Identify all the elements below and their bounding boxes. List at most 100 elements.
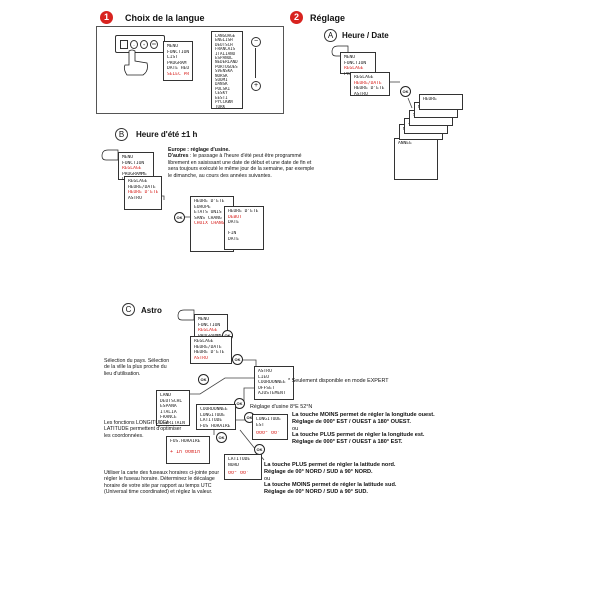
part-c-badge: C [122, 303, 135, 316]
others-lead: D'autres [168, 153, 189, 160]
country-item[interactable]: FRANCE [160, 415, 177, 421]
lat-plus-range: Réglage de 00° NORD / SUD à 90° NORD. [264, 468, 373, 475]
country-item[interactable]: DEUTSCHL [160, 398, 183, 404]
others-text: : le passage à l'heure d'été peut être p… [168, 153, 315, 179]
ok-button-icon[interactable]: OK [198, 374, 209, 385]
lon-plus-range: Réglage de 000° EST / OUEST à 180° EST. [292, 439, 403, 446]
screen-line: LIEU [258, 374, 270, 380]
language-item[interactable]: SVENSKA [215, 69, 233, 74]
language-item[interactable]: CESKY [215, 91, 228, 96]
menu-screen: MENU FONCTION LIST PROGRAM DATE HEU SELE… [163, 41, 193, 81]
language-item[interactable]: SUOMI [215, 78, 228, 83]
screen-line: COORDONNEE [258, 380, 286, 386]
ok-button-icon[interactable]: OK [234, 398, 245, 409]
screen-line: PROGRAMME [122, 171, 147, 177]
screen-line: FONCTION [344, 60, 367, 66]
europe-line: Europe : réglage d'usine. [168, 147, 230, 153]
plus-key-icon[interactable]: + [140, 40, 148, 49]
screen-line: SANS CHANG [194, 215, 222, 221]
screen-line: FONCTION [198, 322, 221, 328]
screen-line: MENU [122, 155, 134, 160]
longitude-value: 000° 00' [256, 431, 281, 437]
summer-time-description: Europe : réglage d'usine. D'autres : le … [168, 147, 318, 179]
plus-circle-icon[interactable]: + [251, 81, 261, 91]
section-number-1: 1 [100, 11, 113, 24]
lon-moins-range: Réglage de 000° EST / OUEST à 180° OUEST… [292, 418, 411, 425]
country-item[interactable]: ITALIA [160, 409, 177, 415]
screen-line: OFFSET [258, 385, 275, 391]
language-item: LANGUAGE [215, 34, 236, 38]
time-zone-description: Utiliser la carte des fuseaux horaires c… [104, 470, 220, 496]
language-panel: - + OK MENU FONCTION LIST PROGRAM DATE H… [96, 26, 284, 114]
reglage-screen: REGLAGE HEURE/DATE HEURE D'ETE ASTRO [190, 336, 232, 364]
language-item[interactable]: FRANCAIS [215, 47, 236, 52]
factory-setting-note: Réglage d'usine 8°E 52°N [250, 404, 313, 410]
language-item[interactable]: PORTUGUES [215, 64, 238, 69]
country-item[interactable]: G.BRITAIN [160, 420, 185, 426]
screen-line: MENU [344, 55, 356, 60]
part-a-badge: A [324, 29, 337, 42]
screen-line-selected: DEBUT [228, 214, 242, 220]
astro-screen: ASTRO LIEU COORDONNEE OFFSET AJUSTEMENT [254, 366, 294, 400]
screen-line: LATITUDE [200, 418, 223, 424]
language-item[interactable]: POLSKI [215, 86, 231, 91]
time-zone-value: + 1h 00min [170, 449, 201, 455]
screen-line: ETATS UNIS [194, 210, 222, 216]
section-title-language: Choix de la langue [125, 13, 205, 23]
screen-line: LONGITUDE [200, 412, 225, 418]
screen-line: AJUSTEMENT [258, 391, 286, 397]
latitude-instructions: La touche PLUS permet de régler la latit… [264, 462, 464, 496]
screen-line-selected: HEURE/DATE [354, 80, 382, 86]
country-item[interactable]: ESPANA [160, 404, 177, 410]
screen-line: FONCTION [167, 49, 189, 55]
ok-button-icon[interactable]: OK [232, 354, 243, 365]
or-text: ou [292, 425, 299, 432]
longitude-screen: LONGITUDE EST 000° 00' [252, 414, 288, 440]
screen-line: HEURE D'ETE [194, 199, 225, 204]
part-a-title: Heure / Date [342, 31, 389, 40]
screen-line: DATE [228, 220, 240, 226]
expert-note: * Seulement disponible en mode EXPERT [288, 378, 389, 384]
part-c-title: Astro [141, 306, 162, 315]
country-description: Sélection du pays. Sélection de la ville… [104, 358, 170, 377]
minus-key-icon[interactable]: - [130, 40, 138, 49]
card-label: HEURE [423, 97, 437, 102]
language-item[interactable]: ITALIANO [215, 51, 236, 56]
screen-line: REGLAGE [354, 75, 374, 80]
screen-line: NORD [228, 462, 240, 468]
language-item[interactable]: NEDERLAND [215, 60, 238, 65]
screen-line: PROGRAM [167, 60, 187, 66]
language-item[interactable]: DANSK [215, 82, 228, 87]
language-item[interactable]: DEUTSCH [215, 42, 233, 47]
longitude-instructions: La touche MOINS permet de régler la long… [292, 412, 482, 446]
scroll-control: − + [251, 37, 261, 93]
screen-line: LAND [160, 393, 172, 398]
screen-line: MENU [167, 44, 179, 49]
menu-key-icon[interactable] [120, 40, 128, 49]
lon-plus-lead: La touche PLUS permet de régler la longi… [292, 432, 425, 439]
ok-button-icon[interactable]: OK [174, 212, 185, 223]
ok-button-icon[interactable]: OK [216, 432, 227, 443]
screen-line-selected: REGLAGE [344, 66, 364, 72]
screen-line-selected: HEURE D'ETE [128, 190, 158, 196]
screen-line: ASTRO [128, 195, 142, 201]
or-text: ou [264, 475, 271, 482]
language-item[interactable]: PYCCKИЙ [215, 100, 233, 105]
language-item[interactable]: ESPANOL [215, 56, 233, 61]
minus-circle-icon[interactable]: − [251, 37, 261, 47]
language-item[interactable]: NORSK [215, 73, 228, 78]
language-item[interactable]: ENGLISH [215, 38, 233, 43]
ok-key-icon[interactable]: OK [150, 40, 158, 49]
section-title-reglage: Réglage [310, 13, 346, 23]
language-item[interactable]: TURK [215, 104, 226, 109]
screen-line: HEURE/DATE [128, 184, 156, 190]
lat-plus-lead: La touche PLUS permet de régler la latit… [264, 462, 396, 468]
reglage-screen: REGLAGE HEURE/DATE HEURE D'ETE ASTRO [124, 176, 162, 210]
ok-button-icon[interactable]: OK [400, 86, 411, 97]
language-list-screen: LANGUAGE ENGLISH DEUTSCH FRANCAIS ITALIA… [211, 31, 243, 109]
screen-line: HEURE D'ETE [354, 86, 385, 92]
part-b-badge: B [115, 128, 128, 141]
language-item[interactable]: EESTI [215, 95, 228, 100]
pointing-hand-icon [123, 49, 148, 76]
